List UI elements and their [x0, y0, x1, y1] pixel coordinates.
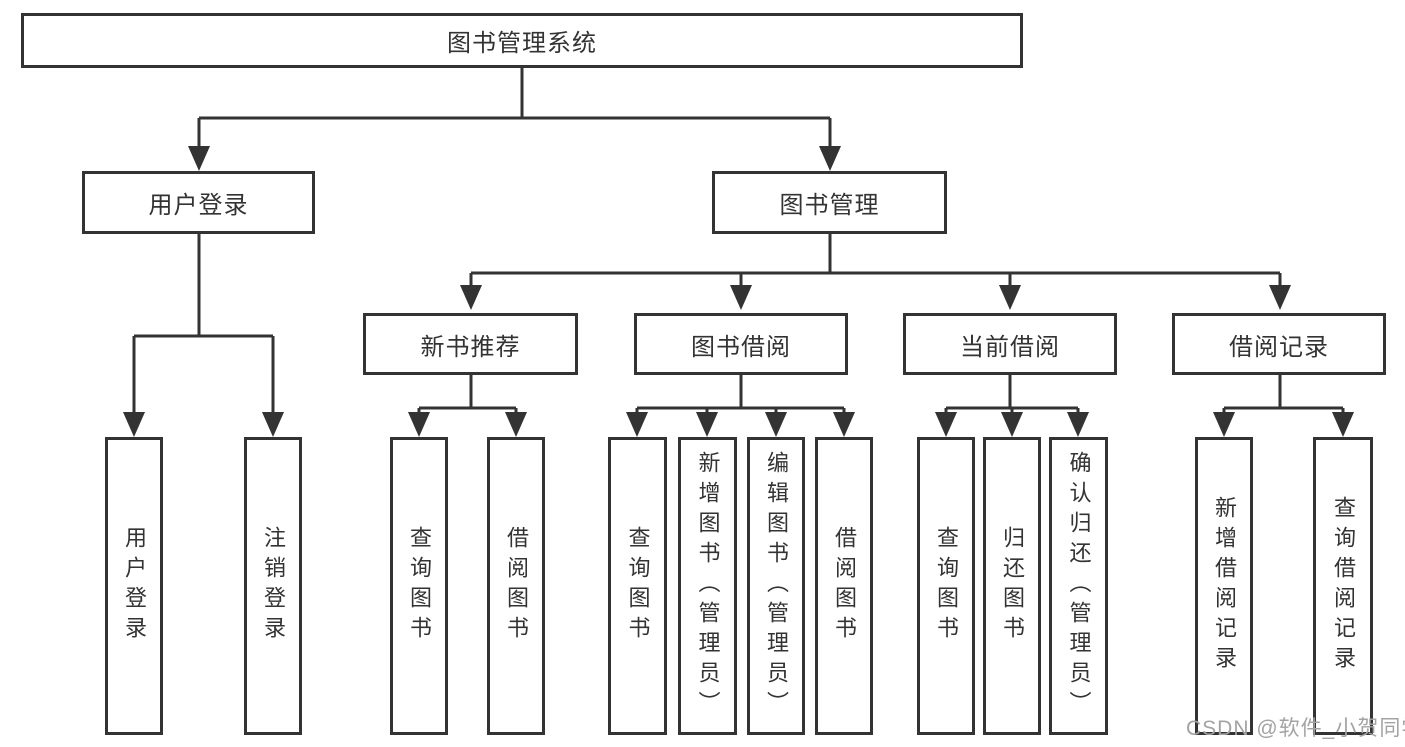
leaf-query-borrow-record: 查询借阅记录: [1313, 437, 1373, 735]
leaf-label: 新增图书（管理员）: [695, 451, 721, 721]
leaf-label: 编辑图书（管理员）: [764, 451, 789, 721]
leaf-query-books-1: 查询图书: [390, 437, 448, 735]
leaf-label: 查询借阅记录: [1331, 496, 1356, 676]
arrowheads: [123, 146, 1354, 437]
leaf-user-login: 用户登录: [105, 437, 163, 735]
leaf-confirm-return-admin: 确认归还（管理员）: [1049, 437, 1108, 735]
leaf-edit-books-admin: 编辑图书（管理员）: [747, 437, 805, 735]
leaf-label: 借阅图书: [504, 526, 529, 646]
node-new-book-recommend: 新书推荐: [363, 313, 578, 375]
leaf-label: 查询图书: [934, 526, 959, 646]
leaf-label: 新增借阅记录: [1212, 496, 1237, 676]
node-book-borrow: 图书借阅: [634, 313, 848, 375]
leaf-label: 用户登录: [122, 526, 147, 646]
leaf-borrow-books-1: 借阅图书: [487, 437, 545, 735]
csdn-watermark: CSDN @软件_小贺同学: [1186, 717, 1405, 740]
leaf-add-books-admin: 新增图书（管理员）: [678, 437, 737, 735]
leaf-label: 注销登录: [261, 526, 286, 646]
leaf-label: 查询图书: [407, 526, 432, 646]
node-library-management-system: 图书管理系统: [21, 13, 1023, 68]
leaf-label: 确认归还（管理员）: [1066, 451, 1092, 721]
node-user-login: 用户登录: [82, 171, 315, 234]
leaf-label: 借阅图书: [832, 526, 857, 646]
leaf-borrow-books-2: 借阅图书: [815, 437, 873, 735]
leaf-label: 归还图书: [1000, 526, 1025, 646]
leaf-query-books-3: 查询图书: [917, 437, 975, 735]
node-borrow-records: 借阅记录: [1172, 313, 1386, 375]
node-book-management: 图书管理: [712, 171, 947, 234]
node-current-borrow: 当前借阅: [903, 313, 1117, 375]
leaf-add-borrow-record: 新增借阅记录: [1195, 437, 1253, 735]
leaf-query-books-2: 查询图书: [608, 437, 667, 735]
leaf-logout: 注销登录: [244, 437, 302, 735]
leaf-label: 查询图书: [625, 526, 651, 646]
leaf-return-books: 归还图书: [983, 437, 1041, 735]
